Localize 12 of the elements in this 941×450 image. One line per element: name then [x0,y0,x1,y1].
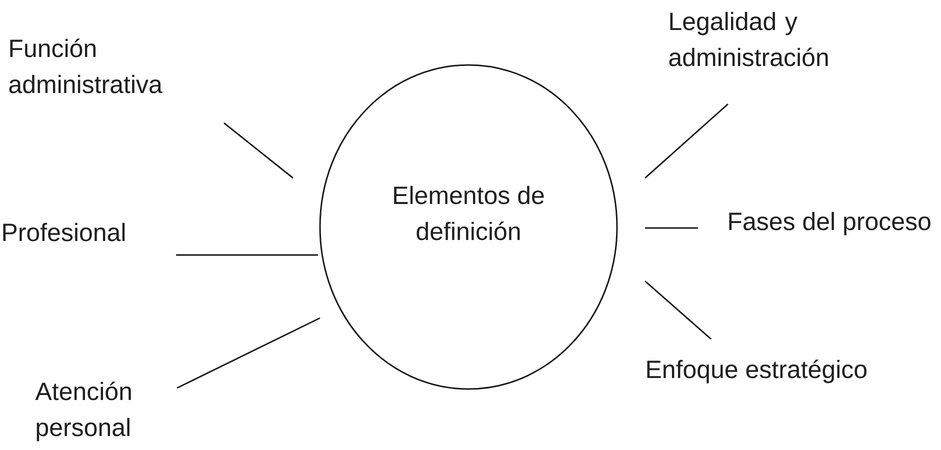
text-label: Enfoque estratégico [647,360,866,384]
text-label: Legalidad y administración [669,12,828,66]
connector-line [176,254,318,256]
text-label: Profesional [3,222,125,242]
text-label: Atención personal [35,382,131,442]
connector-line [645,227,698,229]
text-label: Función administrativa [9,38,162,94]
connector-line [176,317,320,389]
connector-line [224,122,294,179]
text-label: Fases del proceso [729,212,930,236]
connector-line [644,280,712,340]
connector-line [644,103,729,179]
